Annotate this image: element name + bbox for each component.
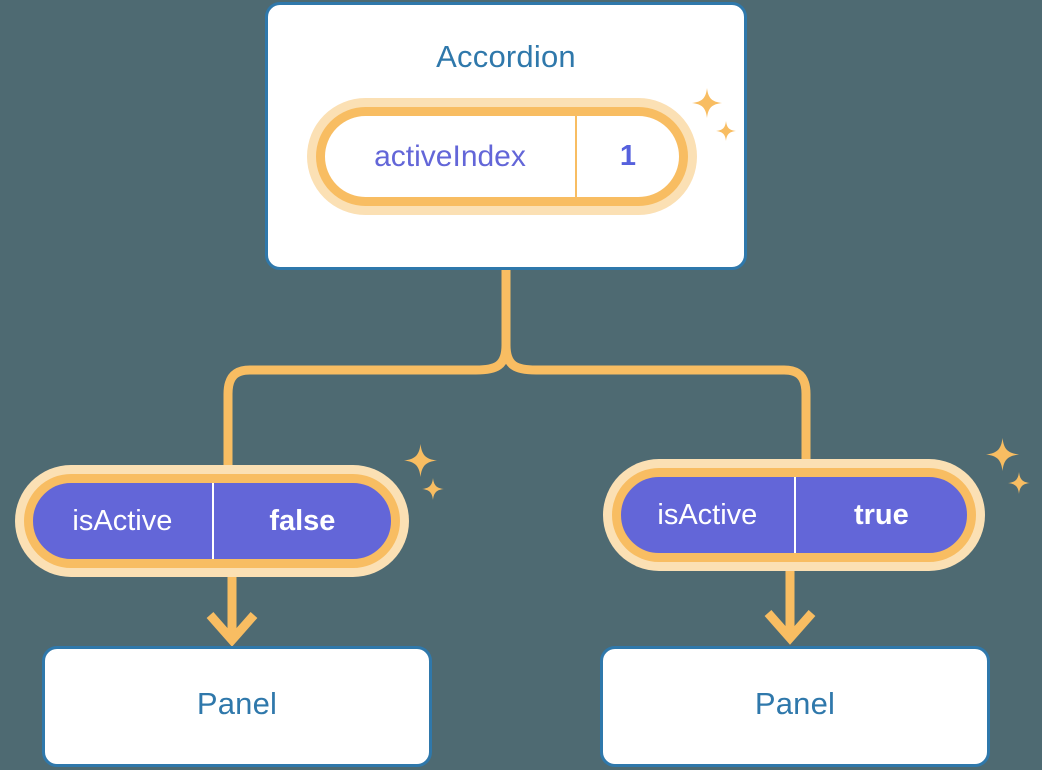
component-card-panel-right[interactable]: Panel bbox=[600, 646, 990, 767]
sparkle-icon bbox=[1008, 472, 1030, 494]
state-pill-isactive-false[interactable]: isActive false bbox=[24, 474, 400, 568]
state-value-isactive-right: true bbox=[853, 498, 909, 531]
sparkle-icon bbox=[692, 88, 722, 118]
sparkle-icon bbox=[986, 438, 1019, 471]
sparkle-icon bbox=[404, 444, 437, 477]
state-key-isactive-left: isActive bbox=[33, 483, 214, 559]
component-name-panel-left: Panel bbox=[196, 686, 278, 721]
component-name-accordion: Accordion bbox=[436, 39, 576, 74]
component-name-panel-right: Panel bbox=[754, 686, 836, 721]
sparkle-icon bbox=[716, 121, 736, 141]
state-key-activeindex: activeIndex bbox=[325, 116, 577, 197]
component-card-panel-left[interactable]: Panel bbox=[42, 646, 432, 767]
state-pill-isactive-true[interactable]: isActive true bbox=[612, 468, 976, 562]
state-key-isactive-right: isActive bbox=[621, 477, 796, 553]
state-value-isactive-left: false bbox=[269, 504, 336, 537]
arrow-down-icon-left bbox=[206, 570, 258, 647]
sparkle-icon bbox=[422, 478, 444, 500]
arrow-down-icon-right bbox=[764, 564, 816, 645]
state-pill-activeindex[interactable]: activeIndex 1 bbox=[316, 107, 688, 206]
state-value-activeindex: 1 bbox=[619, 140, 637, 172]
